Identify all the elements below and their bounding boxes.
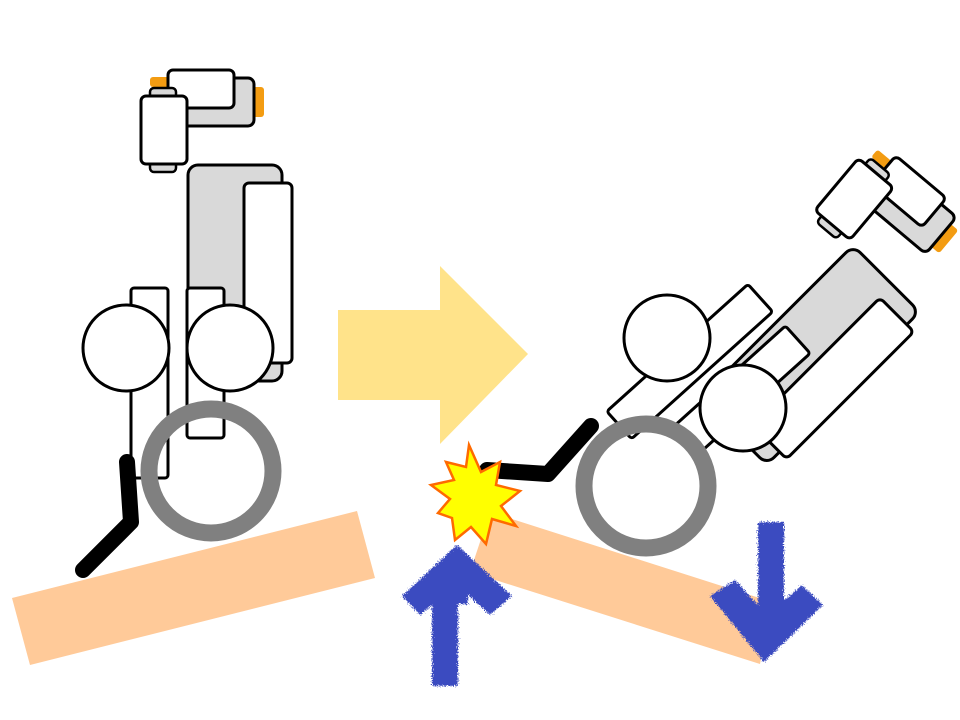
- arrow-right-icon: [338, 266, 528, 444]
- hip-joint: [698, 363, 788, 453]
- hip-joint: [622, 293, 712, 383]
- bumper-arm-left: [75, 454, 139, 578]
- wheel-right: [575, 415, 717, 557]
- arrow-up-icon: [402, 545, 512, 686]
- hip-joint: [185, 303, 275, 393]
- board-left: [12, 511, 375, 665]
- panel-before: [12, 68, 375, 665]
- head-accent: [929, 222, 958, 253]
- collision-burst-icon: [428, 440, 523, 547]
- force-arrows: [402, 522, 823, 686]
- bumper-arm-right: [479, 418, 599, 482]
- board-right: [470, 512, 772, 664]
- panel-after: [402, 150, 958, 686]
- hip-joint: [81, 303, 171, 393]
- robot-head-right: [815, 150, 958, 253]
- wheel-left: [140, 400, 282, 542]
- robot-head-left: [139, 68, 264, 174]
- arrow-down-icon: [710, 522, 823, 662]
